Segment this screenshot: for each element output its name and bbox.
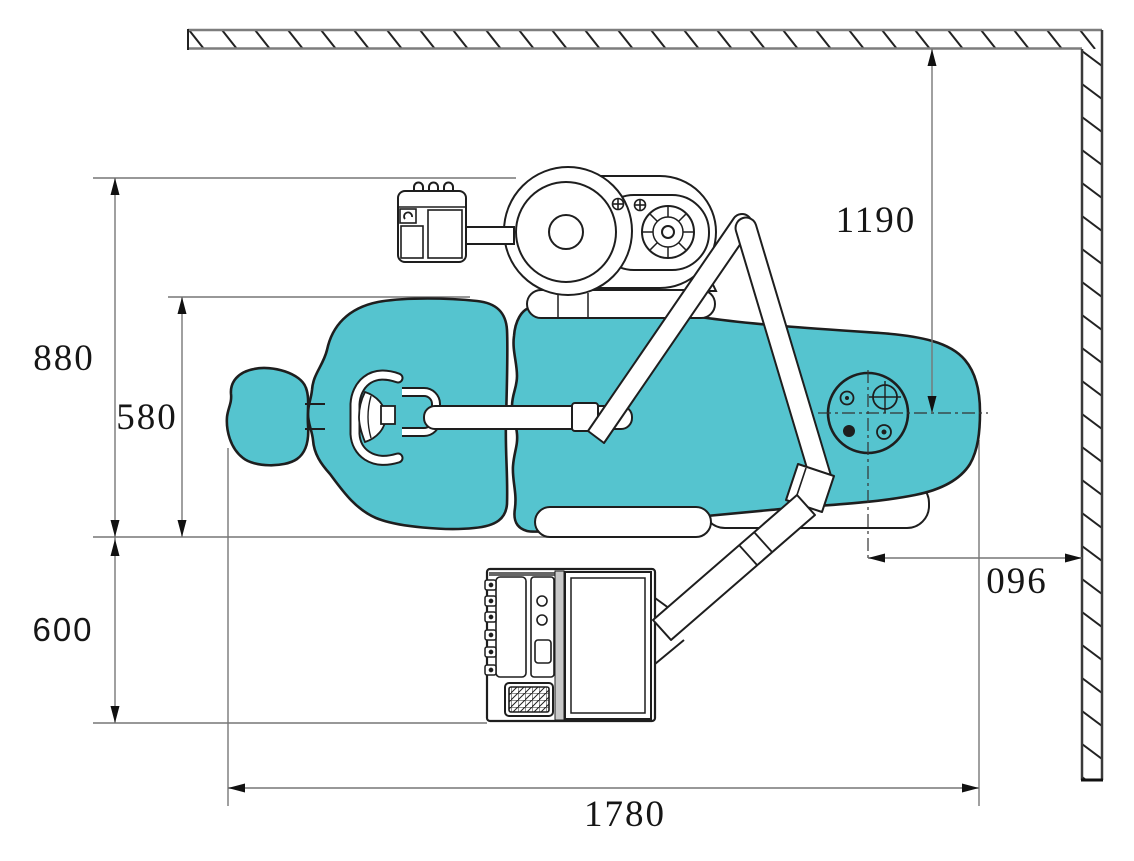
arrowhead: [962, 783, 979, 793]
utility-port: [839, 390, 855, 406]
dimension-580: [168, 296, 470, 537]
arrowhead: [110, 520, 120, 537]
arrowhead: [1065, 553, 1082, 563]
arrowhead: [868, 553, 885, 563]
control-box-left-tray: [400, 225, 424, 259]
cuspidor-unit: [503, 166, 718, 319]
dimension-1780: [227, 440, 980, 806]
arrowhead: [927, 49, 937, 66]
arrowhead: [927, 396, 937, 413]
cart-divider: [554, 570, 565, 721]
doctor-cart: [484, 567, 689, 723]
chair-headrest: [225, 366, 310, 467]
dim-1190-label: 1190: [836, 200, 917, 241]
cart-knob: [536, 614, 548, 626]
dim-096-label: 096: [986, 561, 1048, 602]
utility-port: [876, 424, 892, 440]
spittoon-bowl-ring: [515, 181, 617, 283]
dim-1780-label: 1780: [584, 794, 666, 835]
cart-keypad: [508, 686, 550, 713]
cuspidor-buttons: [611, 197, 647, 212]
chair-backrest: [306, 297, 509, 531]
dimension-1190: [927, 49, 937, 413]
legrest-support: [534, 506, 712, 538]
headrest-link: [305, 403, 325, 430]
cuspidor-support-arm: [526, 289, 716, 319]
arrowhead: [177, 520, 187, 537]
wall-top: [187, 28, 1102, 50]
control-box: [397, 181, 515, 263]
arrowhead: [177, 297, 187, 314]
center-lines: [818, 370, 988, 558]
armrest-assembly: [349, 369, 633, 466]
dim-580-label: 580: [116, 397, 178, 438]
cart-right-tray-inner: [570, 577, 646, 714]
cart-knob: [536, 595, 548, 607]
arrowhead: [110, 539, 120, 556]
cart-switch: [534, 639, 552, 664]
instrument-clips: [484, 579, 497, 676]
delivery-arm-lower: [652, 494, 816, 641]
arrowhead: [228, 783, 245, 793]
delivery-arm-upper: [734, 216, 833, 486]
dim-880-label: 880: [33, 338, 95, 379]
armrest-clamp: [380, 405, 396, 425]
control-box-hook-cell: [399, 208, 417, 224]
dental-chair: [225, 297, 982, 533]
dimension-096: [868, 553, 1082, 563]
cup-filler: [641, 205, 695, 259]
dim-600-label: 600: [32, 611, 93, 648]
control-box-right-tray: [427, 209, 463, 259]
utility-port-solid: [843, 425, 855, 437]
handpiece-hooks: [413, 181, 454, 191]
arrowhead: [110, 706, 120, 723]
arm-joint-lines: [738, 531, 773, 566]
arrowhead: [110, 178, 120, 195]
cart-left-tray: [495, 576, 527, 678]
spittoon-drain: [548, 214, 584, 250]
control-box-link: [463, 226, 515, 245]
dimension-600: [93, 537, 487, 724]
dimension-880: [93, 177, 566, 538]
wall-right: [1080, 30, 1104, 782]
